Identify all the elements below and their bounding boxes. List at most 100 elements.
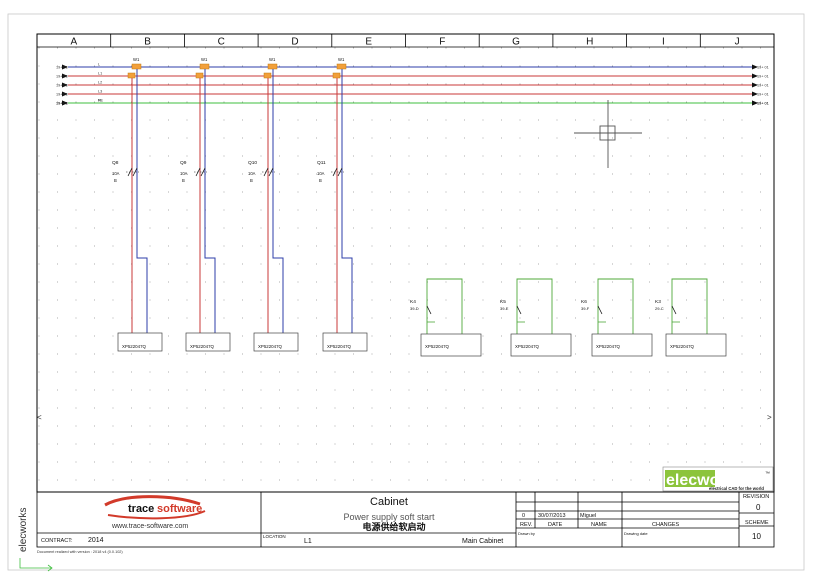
wire-connector xyxy=(131,63,142,70)
bus-wire-label: L2 xyxy=(98,81,102,85)
subtitle-cn: 电源供给软启动 xyxy=(362,521,425,532)
breaker-tag: Q9 xyxy=(180,160,187,166)
breaker-tag: Q11 xyxy=(317,160,326,166)
rev-row-date: 30/07/2013 xyxy=(538,513,566,519)
breaker-rating: 10A xyxy=(112,171,120,176)
header-changes: CHANGES xyxy=(652,522,680,528)
bus-left-tag: 19+ 01 xyxy=(56,93,68,97)
contract-label: CONTRACT: xyxy=(41,538,73,544)
drawing-area xyxy=(38,47,774,492)
plc-module xyxy=(665,333,727,357)
breaker-tag: Q8 xyxy=(112,160,119,166)
wire-label: W1 xyxy=(269,57,276,62)
bus-right-tag: 19+ 01 xyxy=(757,75,769,79)
bus-left-tag: 19+ 01 xyxy=(56,66,68,70)
bus-left-tag: 19+ 01 xyxy=(56,84,68,88)
column-label-g: G xyxy=(512,37,520,48)
plc-module xyxy=(591,333,653,357)
header-date: DATE xyxy=(548,522,563,528)
contract-value: 2014 xyxy=(88,537,104,544)
bus-left-tag: 19+ 01 xyxy=(56,75,68,79)
bus-arrow-right xyxy=(752,82,758,88)
bus-arrow-right xyxy=(752,73,758,79)
location-name: Main Cabinet xyxy=(462,538,503,545)
bus-arrow-left xyxy=(62,91,68,97)
side-brand: elecworks xyxy=(18,507,29,553)
header-name: NAME xyxy=(591,522,607,528)
corner-bracket xyxy=(19,558,52,569)
elecworks-trademark: ™ xyxy=(765,471,770,477)
relay-contact-label: 39-F xyxy=(581,306,590,311)
bus-left-tag: 19+ 01 xyxy=(56,102,68,106)
neutral-conductor xyxy=(204,69,216,333)
location-label: LOCATION xyxy=(263,534,286,539)
bus-arrow-left xyxy=(62,100,68,106)
plc-module xyxy=(185,332,231,352)
relay-contact-label: 39-E xyxy=(500,306,509,311)
relay-tag: K3 xyxy=(655,299,661,305)
wire-label: W1 xyxy=(201,57,208,62)
rev-row-rev: 0 xyxy=(522,513,525,519)
wire-connector xyxy=(127,72,136,79)
neutral-conductor xyxy=(341,69,353,333)
breaker-rating: 10A xyxy=(317,171,325,176)
relay-contact xyxy=(597,305,603,315)
breaker-branches: W1Q810ABXP522047QW1Q910ABXP522047QW1Q101… xyxy=(112,57,368,352)
wire-connector xyxy=(263,72,272,79)
relay-tag: K4 xyxy=(410,299,416,305)
relay-contact xyxy=(426,305,432,315)
plc-label: XP522047Q xyxy=(670,344,695,349)
plc-label: XP522047Q xyxy=(327,344,352,349)
relay-contact xyxy=(671,305,677,315)
breaker-rating: 10A xyxy=(180,171,188,176)
column-label-j: J xyxy=(735,37,740,48)
column-label-f: F xyxy=(439,37,445,48)
relay-contact xyxy=(516,305,522,315)
plc-module xyxy=(322,332,368,352)
plc-label: XP522047Q xyxy=(190,344,215,349)
outer-border xyxy=(7,13,805,571)
plc-label: XP522047Q xyxy=(515,344,540,349)
bus-arrow-right xyxy=(752,64,758,70)
plc-label: XP522047Q xyxy=(258,344,283,349)
bus-arrow-left xyxy=(62,64,68,70)
revision-label: REVISION xyxy=(743,494,769,500)
drawing-date-label: Drawing date xyxy=(624,531,648,536)
scheme-label: SCHEME xyxy=(745,520,769,526)
wire-connector xyxy=(336,63,347,70)
header-rev: REV. xyxy=(520,522,533,528)
left-edge-marker: < xyxy=(37,413,42,422)
title: Cabinet xyxy=(370,496,408,508)
elecworks-tagline: electrical CAD for the world xyxy=(709,486,764,491)
plc-module xyxy=(510,333,572,357)
plc-label: XP522047Q xyxy=(425,344,450,349)
plc-label: XP522047Q xyxy=(596,344,621,349)
column-label-i: I xyxy=(662,37,665,48)
wire-label: W1 xyxy=(133,57,140,62)
scheme-value: 10 xyxy=(752,532,761,541)
breaker-curve: B xyxy=(182,178,185,183)
plc-module xyxy=(117,332,163,352)
bus-wire-label: N xyxy=(98,99,101,103)
crosshair-cursor xyxy=(574,100,642,168)
bus-right-tag: 19+ 01 xyxy=(757,66,769,70)
wire-connector xyxy=(332,72,341,79)
elecworks-logo-text: elecworks xyxy=(666,472,743,489)
wire-label: W1 xyxy=(338,57,345,62)
corner-arrow xyxy=(47,564,53,572)
column-label-d: D xyxy=(291,37,298,48)
drawn-by-label: Drawn by xyxy=(518,531,535,536)
bus-arrow-left xyxy=(62,82,68,88)
elecworks-logo: elecworks ™ electrical CAD for the world xyxy=(662,466,774,492)
bus-wire-label: L3 xyxy=(98,90,102,94)
